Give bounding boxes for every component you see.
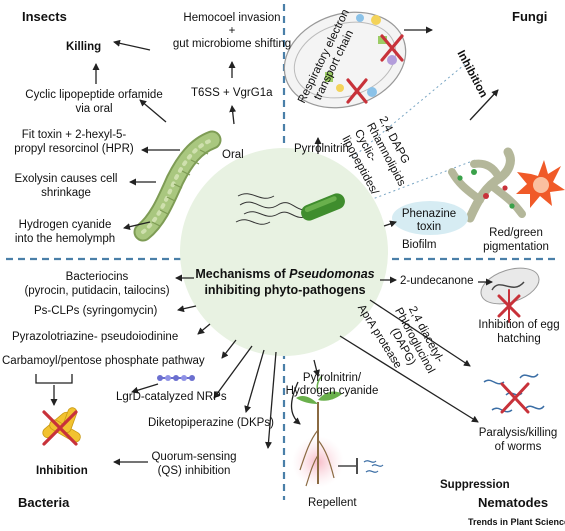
insects-exolysin: Exolysin causes cell shrinkage xyxy=(4,172,128,200)
bacteria-bacteriocins: Bacteriocins (pyrocin, putidacin, tailoc… xyxy=(22,270,172,298)
fungus-hyphae-icon xyxy=(448,147,526,223)
fungi-pyrrolnitrin: Pyrrolnitrin xyxy=(294,143,349,155)
worms-icon xyxy=(483,373,545,414)
fungi-pigmentation: Red/green pigmentation xyxy=(476,226,556,254)
starburst-icon xyxy=(516,160,565,208)
pseudomonas-bacterium-icon xyxy=(235,193,345,225)
bacteria-arrows xyxy=(50,274,277,466)
bacteria-inhibition: Inhibition xyxy=(36,465,88,477)
bacteria-qs-1: Quorum-sensing xyxy=(151,451,237,463)
fungi-separator-2 xyxy=(369,159,476,201)
fungi-phenazine-1: Phenazine xyxy=(401,208,457,220)
nematodes-repellent: Repellent xyxy=(308,497,357,509)
insects-fittoxin-2: propyl resorcinol (HPR) xyxy=(14,143,134,155)
nematodes-egg-1: Inhibition of egg xyxy=(478,319,560,331)
insects-killing: Killing xyxy=(66,41,102,53)
nrps-chain-icon xyxy=(157,375,195,381)
nematodes-pyrrolnitrin-1: Pyrrolnitrin/ xyxy=(302,372,362,384)
nematodes-paralysis: Paralysis/killing of worms xyxy=(470,426,565,454)
quadrant-title-bacteria: Bacteria xyxy=(18,495,70,510)
insects-hemocoel-1: Hemocoel invasion xyxy=(183,12,281,24)
fungi-biofilm: Biofilm xyxy=(402,239,437,251)
insects-fittoxin: Fit toxin + 2-hexyl-5- propyl resorcinol… xyxy=(4,128,144,156)
biofilm-blob xyxy=(392,201,468,235)
nematode-egg-icon xyxy=(480,267,540,323)
insects-fittoxin-1: Fit toxin + 2-hexyl-5- xyxy=(21,129,127,141)
bacteria-psclps: Ps-CLPs (syringomycin) xyxy=(34,305,158,317)
fungi-phenazine-2: toxin xyxy=(416,221,442,233)
center-title-prefix: Mechanisms of xyxy=(195,267,290,281)
nematodes-egg: Inhibition of egg hatching xyxy=(474,318,564,346)
fungi-arrows xyxy=(314,26,499,228)
insects-orfamide-1: Cyclic lipopeptide orfamide xyxy=(25,89,163,101)
nematode-arrows xyxy=(290,276,493,425)
nematodes-pyrrolnitrin: Pyrrolnitrin/ Hydrogen cyanide xyxy=(284,372,380,398)
center-circle xyxy=(180,148,388,356)
bacteria-bacteriocins-2: (pyrocin, putidacin, tailocins) xyxy=(24,285,170,297)
insects-hemocoel-2: + xyxy=(228,25,236,37)
bacteria-carbamoyl: Carbamoyl/pentose phosphate pathway xyxy=(2,355,205,367)
bacteria-bacteriocins-1: Bacteriocins xyxy=(65,271,129,283)
journal-credit: Trends in Plant Science xyxy=(468,517,565,527)
bracket xyxy=(35,374,73,384)
repel-block-icon xyxy=(338,458,384,474)
fungi-phenazine: Phenazine toxin xyxy=(396,208,462,234)
nematodes-egg-2: hatching xyxy=(497,333,541,345)
insects-hcn-2: into the hemolymph xyxy=(14,233,116,245)
insects-exolysin-1: Exolysin causes cell xyxy=(14,173,118,185)
fungi-pigmentation-2: pigmentation xyxy=(483,241,549,253)
insects-oral: Oral xyxy=(222,149,244,161)
bacteria-pyrazolo: Pyrazolotriazine- pseudoiodinine xyxy=(12,331,179,343)
insect-arrows xyxy=(92,39,237,231)
bacteria-qs: Quorum-sensing (QS) inhibition xyxy=(144,450,244,478)
fungi-separator-1 xyxy=(351,59,471,159)
insects-orfamide: Cyclic lipopeptide orfamide via oral xyxy=(14,88,174,116)
insects-orfamide-2: via oral xyxy=(75,103,113,115)
insects-hcn: Hydrogen cyanide into the hemolymph xyxy=(10,218,120,246)
quadrant-title-fungi: Fungi xyxy=(512,9,548,24)
caterpillar-larva-icon xyxy=(133,130,222,242)
nematodes-undecanone: 2-undecanone xyxy=(400,275,474,287)
plant-root-icon xyxy=(292,375,344,488)
center-title: Mechanisms of Pseudomonas inhibiting phy… xyxy=(182,266,388,298)
center-title-genus: Pseudomonas xyxy=(289,267,375,281)
mitochondrion-icon xyxy=(283,11,407,109)
nematodes-suppression: Suppression xyxy=(440,479,510,491)
fungi-pigmentation-1: Red/green xyxy=(489,227,543,239)
nematodes-paralysis-2: of worms xyxy=(494,441,542,453)
nematodes-paralysis-1: Paralysis/killing xyxy=(478,427,558,439)
insects-hemocoel-3: gut microbiome shifting xyxy=(172,38,292,50)
insects-exolysin-2: shrinkage xyxy=(41,187,91,199)
quadrant-title-insects: Insects xyxy=(22,9,67,24)
bacteria-inhibition-icon xyxy=(42,407,81,446)
nematodes-pyrrolnitrin-2: Hydrogen cyanide xyxy=(285,385,379,397)
bacteria-dkps: Diketopiperazine (DKPs) xyxy=(148,417,274,429)
insects-hcn-1: Hydrogen cyanide xyxy=(18,219,112,231)
insects-t6ss: T6SS + VgrG1a xyxy=(191,87,273,99)
insects-hemocoel: Hemocoel invasion + gut microbiome shift… xyxy=(152,12,312,51)
bacteria-qs-2: (QS) inhibition xyxy=(157,465,231,477)
quadrant-title-nematodes: Nematodes xyxy=(478,495,549,510)
bacteria-lgrd: LgrD-catalyzed NRPs xyxy=(116,391,227,403)
center-title-line2: inhibiting phyto-pathogens xyxy=(204,283,366,297)
inhibit-x-icon xyxy=(346,34,404,104)
